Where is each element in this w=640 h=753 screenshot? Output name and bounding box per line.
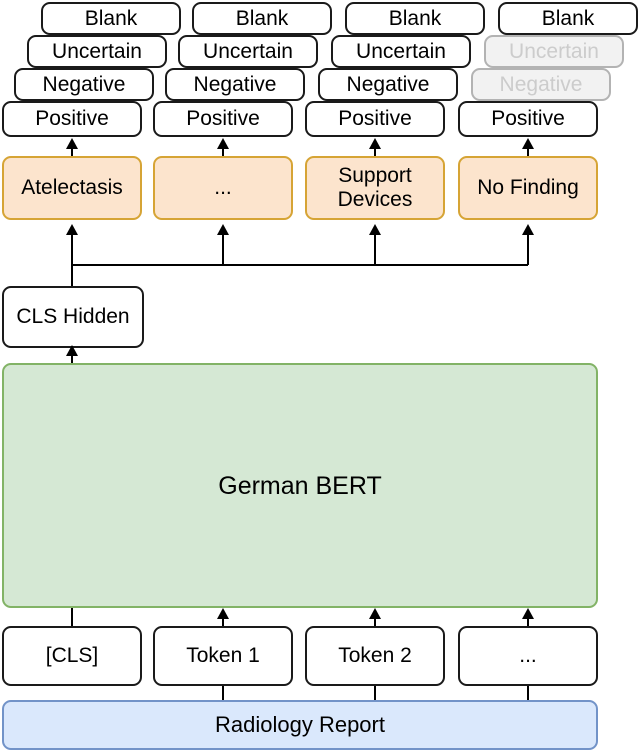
- finding-box-support-devices[interactable]: Support Devices: [305, 156, 445, 220]
- edge-bus-to-finding-3: [374, 232, 377, 265]
- arrowhead-token-ellipsis-to-bert: [521, 608, 534, 619]
- token-box-token-1[interactable]: Token 1: [153, 626, 293, 686]
- edge-cls-bus-horizontal: [71, 264, 528, 267]
- arrowhead-bus-to-finding-3: [368, 224, 381, 235]
- edge-finding-to-labels-4: [527, 144, 530, 158]
- edge-report-to-token-2: [374, 686, 377, 700]
- arrowhead-finding-to-labels-1: [65, 138, 78, 149]
- arrowhead-bert-to-cls: [65, 345, 78, 356]
- edge-cls-riser: [71, 264, 74, 286]
- edge-report-to-token-1: [222, 686, 225, 700]
- edge-token2-to-bert: [374, 617, 377, 629]
- label-box-uncertain-col1[interactable]: Uncertain: [27, 35, 167, 68]
- edge-bus-to-finding-4: [527, 232, 530, 265]
- edge-token1-to-bert: [222, 617, 225, 629]
- finding-box-ellipsis[interactable]: ...: [153, 156, 293, 220]
- finding-box-atelectasis[interactable]: Atelectasis: [2, 156, 142, 220]
- label-box-negative-col2[interactable]: Negative: [165, 68, 305, 101]
- edge-cls-token-to-bert: [71, 608, 74, 628]
- label-box-positive-col2[interactable]: Positive: [153, 101, 293, 137]
- edge-bert-to-cls: [71, 352, 74, 364]
- edge-bus-to-finding-1: [71, 232, 74, 265]
- arrowhead-finding-to-labels-2: [216, 138, 229, 149]
- label-box-uncertain-col3[interactable]: Uncertain: [331, 35, 471, 68]
- label-box-positive-col1[interactable]: Positive: [2, 101, 142, 137]
- label-box-blank-col3[interactable]: Blank: [345, 2, 485, 35]
- radiology-report-box[interactable]: Radiology Report: [2, 700, 598, 750]
- cls-hidden-box[interactable]: CLS Hidden: [2, 286, 144, 348]
- finding-box-no-finding[interactable]: No Finding: [458, 156, 598, 220]
- label-box-negative-col4: Negative: [471, 68, 611, 101]
- label-box-blank-col2[interactable]: Blank: [192, 2, 332, 35]
- arrowhead-token1-to-bert: [216, 608, 229, 619]
- arrowhead-bus-to-finding-1: [65, 224, 78, 235]
- token-box-token-2[interactable]: Token 2: [305, 626, 445, 686]
- label-box-positive-col4[interactable]: Positive: [458, 101, 598, 137]
- label-box-negative-col1[interactable]: Negative: [14, 68, 154, 101]
- arrowhead-finding-to-labels-3: [368, 138, 381, 149]
- edge-finding-to-labels-3: [374, 144, 377, 158]
- edge-finding-to-labels-1: [71, 144, 74, 158]
- token-box-cls[interactable]: [CLS]: [2, 626, 142, 686]
- german-bert-box[interactable]: German BERT: [2, 363, 598, 608]
- label-box-uncertain-col2[interactable]: Uncertain: [178, 35, 318, 68]
- arrowhead-bus-to-finding-2: [216, 224, 229, 235]
- edge-report-to-token-3: [527, 686, 530, 700]
- label-box-blank-col4[interactable]: Blank: [498, 2, 638, 35]
- label-box-blank-col1[interactable]: Blank: [41, 2, 181, 35]
- label-box-positive-col3[interactable]: Positive: [305, 101, 445, 137]
- label-box-uncertain-col4: Uncertain: [484, 35, 624, 68]
- arrowhead-finding-to-labels-4: [521, 138, 534, 149]
- edge-bus-to-finding-2: [222, 232, 225, 265]
- arrowhead-bus-to-finding-4: [521, 224, 534, 235]
- edge-finding-to-labels-2: [222, 144, 225, 158]
- token-box-ellipsis[interactable]: ...: [458, 626, 598, 686]
- arrowhead-token2-to-bert: [368, 608, 381, 619]
- label-box-negative-col3[interactable]: Negative: [318, 68, 458, 101]
- edge-token-ellipsis-to-bert: [527, 617, 530, 629]
